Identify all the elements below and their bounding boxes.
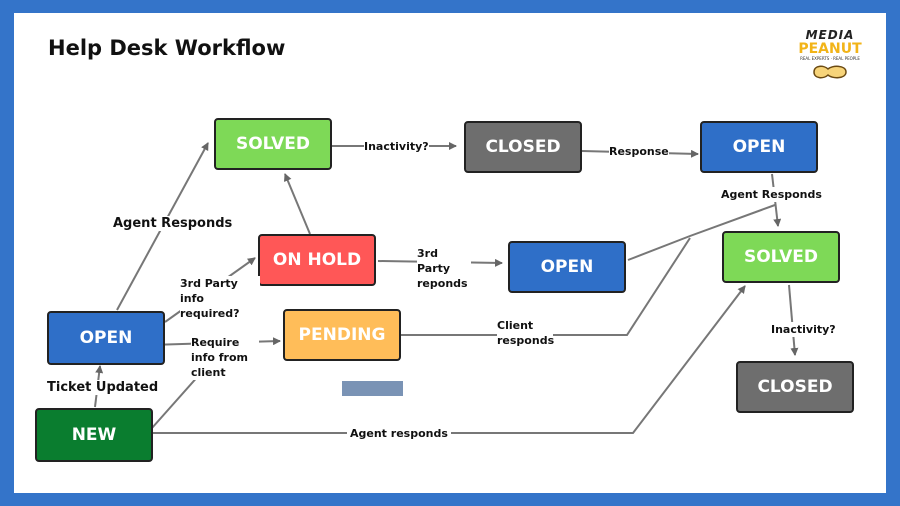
label-client-responds: Client responds xyxy=(497,318,555,348)
edge-solved-to-closed-right xyxy=(788,284,799,356)
pending-node: PENDING xyxy=(283,309,401,361)
open-middle-node: OPEN xyxy=(508,241,626,293)
new-node: NEW xyxy=(35,408,153,462)
open-left-node: OPEN xyxy=(47,311,165,365)
label-ticket-updated: Ticket Updated xyxy=(47,380,159,395)
label-agent-responds-bottom: Agent responds xyxy=(347,426,451,441)
label-require-info: Require info from client xyxy=(191,335,259,380)
page-title: Help Desk Workflow xyxy=(48,36,286,60)
logo-line-1: MEDIA xyxy=(805,28,855,42)
label-third-party-info: 3rd Party info required? xyxy=(180,276,260,321)
label-response: Response xyxy=(609,144,669,159)
closed-top-node: CLOSED xyxy=(464,121,582,173)
label-agent-responds-left: Agent Responds xyxy=(113,216,233,231)
edge-pending-to-solved xyxy=(400,237,691,336)
label-inactivity-right: Inactivity? xyxy=(771,322,836,337)
media-peanut-logo: MEDIA PEANUT REAL EXPERTS · REAL PEOPLE xyxy=(794,28,866,94)
edge-new-to-solved xyxy=(152,285,746,434)
label-third-party-responds: 3rd Party reponds xyxy=(417,246,471,291)
edge-open-middle-to-solved xyxy=(627,204,776,261)
on-hold-node: ON HOLD xyxy=(258,234,376,286)
solved-top-node: SOLVED xyxy=(214,118,332,170)
edge-onhold-to-solved xyxy=(284,173,311,235)
label-inactivity-top: Inactivity? xyxy=(364,139,429,154)
logo-tagline: REAL EXPERTS · REAL PEOPLE xyxy=(800,56,860,61)
closed-bottom-node: CLOSED xyxy=(736,361,854,413)
logo-line-2: PEANUT xyxy=(798,41,862,57)
peanut-icon xyxy=(813,65,847,79)
solved-right-node: SOLVED xyxy=(722,231,840,283)
open-top-right-node: OPEN xyxy=(700,121,818,173)
placeholder-bar xyxy=(342,381,403,396)
label-agent-responds-right: Agent Responds xyxy=(721,187,822,202)
